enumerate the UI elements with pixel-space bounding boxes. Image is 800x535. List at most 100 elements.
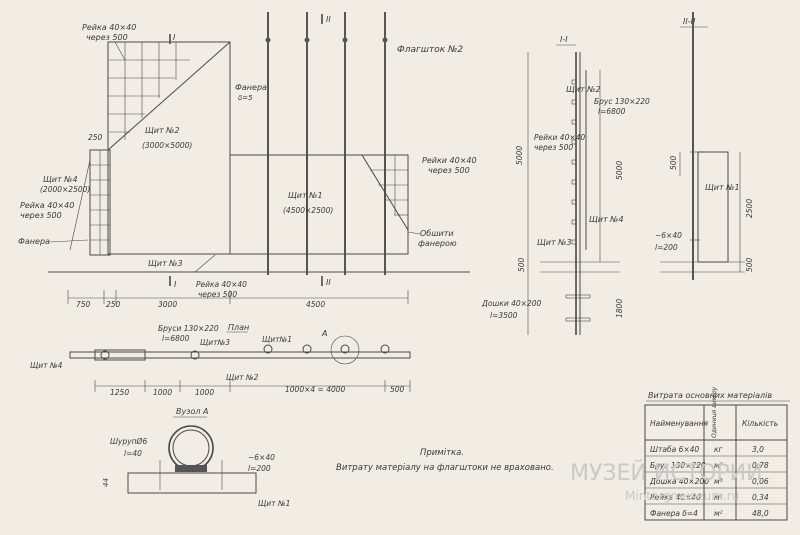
node-a-callout [330, 335, 360, 365]
section-1-label-bottom: I [174, 280, 177, 289]
sec1-rails-spacing: через 500 [534, 143, 573, 152]
sec1-dim-500: 500 [517, 257, 526, 272]
callout-rail-right: Рейки 40×40 [422, 156, 477, 165]
plan-shield3-label: Щит№3 [200, 338, 230, 347]
sec2-dim-2500: 2500 [745, 199, 754, 218]
shield-4-label: Щит №4 [43, 175, 78, 184]
plan-node-a-label: А [321, 329, 327, 338]
section-2-2: ІІ-ІІ Щит №1 −6×40 l=200 500 2500 500 [655, 12, 754, 280]
plan-shield4-label: Щит №4 [30, 361, 63, 370]
plan-dim-500: 500 [390, 385, 405, 394]
sec1-shield2-label: Щит №2 [566, 85, 601, 94]
dim-250-side: 250 [88, 133, 103, 142]
callout-rail-top-spacing: через 500 [86, 33, 128, 42]
sec1-shield3-label: Щит №3 [537, 238, 572, 247]
section-2-label-top: II [326, 15, 331, 24]
shield-1-label: Щит №1 [288, 191, 323, 200]
table-header-qty: Кількість [742, 419, 778, 428]
table-row-2-qty: 0,06 [752, 477, 769, 486]
callout-rail-bottom-spacing: через 500 [198, 290, 237, 299]
table-frame [644, 404, 788, 521]
callout-plywood-thickness: δ=5 [238, 94, 253, 102]
sec2-dim-500-top: 500 [669, 155, 678, 170]
dim-4500: 4500 [306, 300, 325, 309]
plan-pole [380, 344, 390, 354]
shield-4-diagonal [69, 159, 91, 251]
sec1-dim-5000-left: 5000 [515, 146, 524, 165]
node-pipe-inner [172, 429, 210, 467]
node-a-title: Вузол А [176, 407, 209, 416]
shield-2-label: Щит №2 [145, 126, 180, 135]
callout-sheath-material: фанерою [418, 239, 457, 248]
shield-1-size: (4500×2500) [283, 206, 333, 215]
shield-2-outline [107, 41, 231, 255]
table-row-2-unit: м³ [714, 477, 723, 486]
section-2-title: ІІ-ІІ [683, 17, 696, 26]
sec2-strip-length: l=200 [655, 243, 678, 252]
dim-750: 750 [76, 300, 91, 309]
plan-beams-length: l=6800 [162, 334, 190, 343]
callout-plywood-top: Фанера [235, 83, 267, 92]
note-text: Витрату матеріалу на флагштоки не врахов… [336, 463, 554, 473]
node-strip-label: −6×40 [248, 453, 275, 462]
node-screw-length: l=40 [124, 449, 142, 458]
flagpole-label: Флагшток №2 [397, 45, 463, 55]
plan-shield-2 [94, 349, 146, 361]
sec2-shield [697, 151, 729, 263]
plan-dim-1000a: 1000 [153, 388, 172, 397]
section-2-label-bottom: II [326, 278, 331, 287]
table-row-0-unit: кг [714, 445, 723, 454]
node-pipe-outer [168, 425, 214, 471]
callout-rail-top: Рейка 40×40 [82, 23, 136, 32]
front-elevation: I I II II Рейка 40×40 через 500 Флагшток… [18, 12, 477, 309]
shield-2-size: (3000×5000) [142, 141, 192, 150]
plan-shield-strip [69, 351, 411, 359]
shield-4-size: (2000×2500) [40, 185, 90, 194]
node-base [127, 472, 257, 494]
plan-pole [302, 344, 312, 354]
callout-plywood-left: Фанера [18, 237, 50, 246]
table-row-0-name: Штаба 6×40 [650, 445, 699, 454]
materials-table: Витрата основних матеріалів Найменування… [644, 386, 790, 521]
table-row-4-name: Фанера δ=4 [650, 509, 698, 518]
pole-ring [382, 37, 388, 43]
table-row-3-name: Рейка 40×40 [650, 493, 701, 502]
section-1-label-top: I [173, 33, 176, 42]
section-1-1: І-І Щит №2 Брус 130×220 l=6800 Рейки 40×… [481, 35, 650, 335]
table-header-name: Найменування [650, 419, 709, 428]
shield-2-grid [108, 42, 190, 140]
pole-ring [265, 37, 271, 43]
plan-view: План А Бруси 130×220 l=6800 Щит№3 Щит№1 … [30, 323, 411, 397]
table-row-2-name: Дошка 40×200 [649, 477, 709, 486]
sec1-dim-1800: 1800 [615, 299, 624, 318]
sec1-rails-label: Рейки 40×40 [534, 133, 585, 142]
node-strip-length: l=200 [248, 464, 271, 473]
section-1-title: І-І [560, 35, 568, 44]
dim-250: 250 [106, 300, 121, 309]
table-row-3-qty: 0,34 [752, 493, 769, 502]
shield-1-grid [370, 155, 408, 216]
table-row-4-unit: м² [714, 509, 723, 518]
sec1-dim-5000-right: 5000 [615, 161, 624, 180]
plan-pole [340, 344, 350, 354]
sec1-beam-label: Брус 130×220 [594, 97, 650, 106]
shield-1-outline [229, 154, 409, 255]
node-a: Вузол А ШурупØ6 l=40 −6×40 l=200 44 Щит … [102, 407, 290, 508]
table-row-1-unit: м³ [714, 461, 723, 470]
shield-4-grid [90, 150, 110, 255]
sec1-boards-length: l=3500 [490, 311, 518, 320]
plan-shield1-label: Щит№1 [262, 335, 292, 344]
table-row-1-qty: 0,78 [752, 461, 769, 470]
sec1-shield4-label: Щит №4 [589, 215, 624, 224]
callout-rail-left-spacing: через 500 [20, 211, 62, 220]
note: Примітка. Витрату матеріалу на флагштоки… [336, 448, 554, 473]
node-shield1-label: Щит №1 [258, 499, 290, 508]
watermark-url: Mintorgmuseum.ru [625, 489, 739, 503]
table-row-0-qty: 3,0 [752, 445, 764, 454]
node-strip [175, 465, 207, 472]
sec2-dim-500-bottom: 500 [745, 257, 754, 272]
sec2-strip-label: −6×40 [655, 231, 682, 240]
table-header-unit: Одиниця виміру [711, 386, 718, 438]
sec1-rails [571, 79, 577, 245]
